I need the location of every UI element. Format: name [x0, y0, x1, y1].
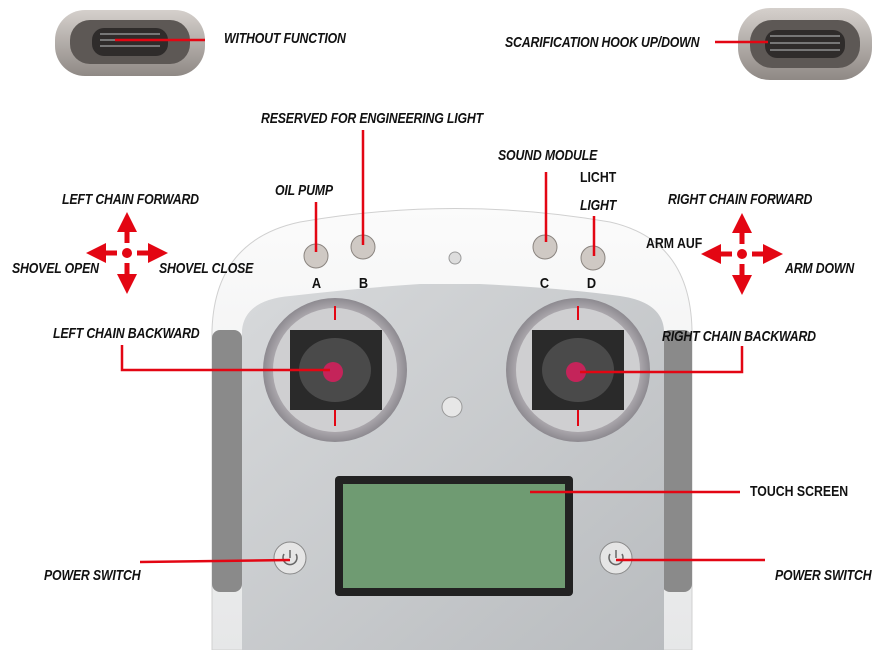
- label-shovel-close: SHOVEL CLOSE: [159, 260, 254, 277]
- top-button: [448, 251, 462, 265]
- label-reserved-light: RESERVED FOR ENGINEERING LIGHT: [261, 110, 483, 127]
- right-wheel: [738, 8, 872, 80]
- center-knob: [441, 396, 463, 418]
- label-power-switch-left: POWER SWITCH: [44, 567, 141, 584]
- label-arm-auf: ARM AUF: [646, 235, 703, 252]
- label-right-chain-forward: RIGHT CHAIN FORWARD: [668, 191, 813, 208]
- right-stick: [506, 298, 650, 442]
- right-direction-cross: [701, 213, 783, 295]
- label-oil-pump: OIL PUMP: [275, 182, 333, 199]
- left-grip: [212, 330, 242, 592]
- touch-screen: [343, 484, 565, 588]
- label-sound-module: SOUND MODULE: [498, 147, 598, 164]
- power-button-right: [599, 541, 633, 575]
- label-scarification-hook: SCARIFICATION HOOK UP/DOWN: [505, 34, 700, 51]
- left-stick: [263, 298, 407, 442]
- left-wheel: [55, 10, 205, 76]
- label-without-function: WITHOUT FUNCTION: [224, 30, 346, 47]
- label-power-switch-right: POWER SWITCH: [775, 567, 872, 584]
- label-licht: LICHT: [580, 169, 617, 186]
- left-direction-cross: [86, 212, 168, 294]
- switch-label-d: D: [586, 275, 597, 292]
- label-left-chain-backward: LEFT CHAIN BACKWARD: [53, 325, 200, 342]
- right-grip: [662, 330, 692, 592]
- label-arm-down: ARM DOWN: [785, 260, 855, 277]
- label-shovel-open: SHOVEL OPEN: [12, 260, 99, 277]
- switch-label-a: A: [311, 275, 322, 292]
- switch-label-b: B: [358, 275, 369, 292]
- label-touch-screen: TOUCH SCREEN: [750, 483, 849, 500]
- switch-label-c: C: [539, 275, 550, 292]
- toggle-switches: [303, 234, 606, 271]
- callout-lines: [115, 38, 768, 564]
- power-button-left: [273, 541, 307, 575]
- label-light: LIGHT: [580, 197, 617, 214]
- label-right-chain-backward: RIGHT CHAIN BACKWARD: [662, 328, 816, 345]
- label-left-chain-forward: LEFT CHAIN FORWARD: [62, 191, 199, 208]
